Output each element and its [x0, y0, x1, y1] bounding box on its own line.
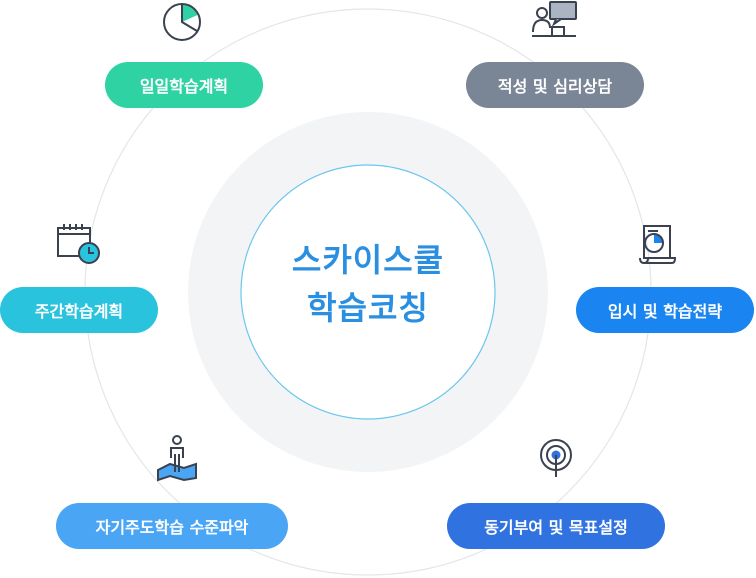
pill-weekly-plan-label: 주간학습계획: [34, 302, 124, 321]
target-icon: [540, 439, 572, 477]
pill-motivation-goals[interactable]: 동기부여 및 목표설정: [447, 503, 665, 549]
pill-self-directed-level[interactable]: 자기주도학습 수준파악: [56, 503, 288, 549]
pill-admission-strategy[interactable]: 입시 및 학습전략: [576, 287, 754, 333]
pill-daily-plan-label: 일일학습계획: [139, 77, 229, 96]
pie-chart-icon: [163, 3, 201, 41]
report-document-icon: [639, 225, 677, 264]
pill-daily-plan[interactable]: 일일학습계획: [105, 62, 263, 108]
person-on-map-icon: [157, 435, 197, 482]
center-title-line1: 스카이스쿨: [291, 241, 445, 279]
pill-motivation-goals-label: 동기부여 및 목표설정: [484, 518, 628, 537]
center-title: 스카이스쿨 학습코칭: [238, 236, 498, 332]
center-title-line2: 학습코칭: [307, 289, 429, 327]
pill-aptitude-counseling[interactable]: 적성 및 심리상담: [466, 62, 644, 108]
pill-admission-strategy-label: 입시 및 학습전략: [607, 302, 723, 321]
pill-self-directed-level-label: 자기주도학습 수준파악: [95, 518, 249, 537]
pill-weekly-plan[interactable]: 주간학습계획: [0, 287, 158, 333]
counseling-icon: [532, 1, 577, 37]
calendar-clock-icon: [57, 224, 100, 264]
pill-aptitude-counseling-label: 적성 및 심리상담: [497, 77, 613, 96]
center-circle: [240, 164, 496, 420]
